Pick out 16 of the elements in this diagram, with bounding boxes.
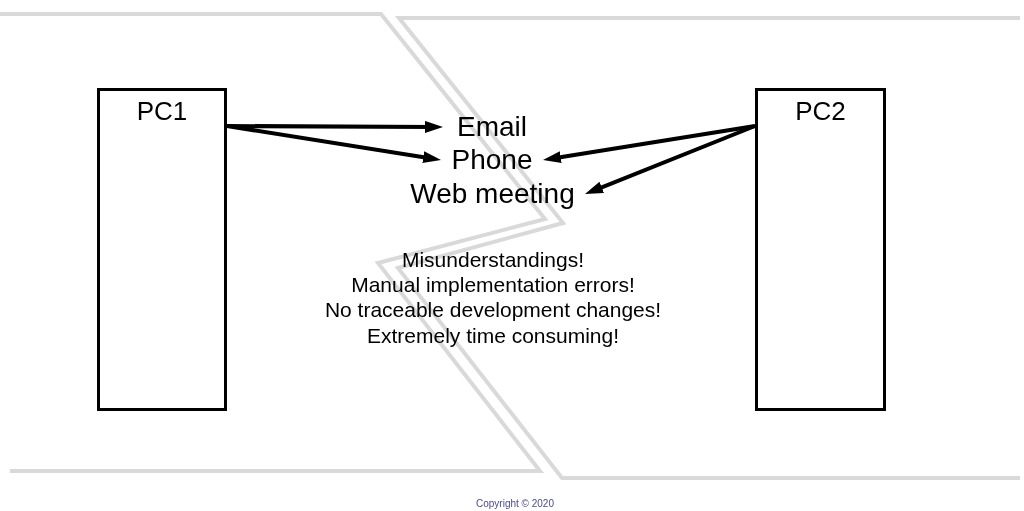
arrow xyxy=(543,124,756,164)
problem-note: No traceable development changes! xyxy=(324,297,662,322)
arrow xyxy=(585,124,756,194)
problem-note: Misunderstandings! xyxy=(401,247,585,272)
problem-note: Extremely time consuming! xyxy=(366,323,620,348)
problem-note: Manual implementation errors! xyxy=(351,272,635,297)
computer-box xyxy=(97,88,227,411)
box-title: PC1 xyxy=(136,96,188,126)
channel-label: Phone xyxy=(451,145,533,175)
arrow xyxy=(227,120,443,133)
channel-label: Email xyxy=(457,112,527,142)
box-title: PC2 xyxy=(795,96,846,126)
channel-label: Web meeting xyxy=(410,179,575,209)
copyright-note: Copyright © 2020 xyxy=(476,498,554,510)
arrow xyxy=(226,124,441,164)
computer-box xyxy=(755,88,886,411)
